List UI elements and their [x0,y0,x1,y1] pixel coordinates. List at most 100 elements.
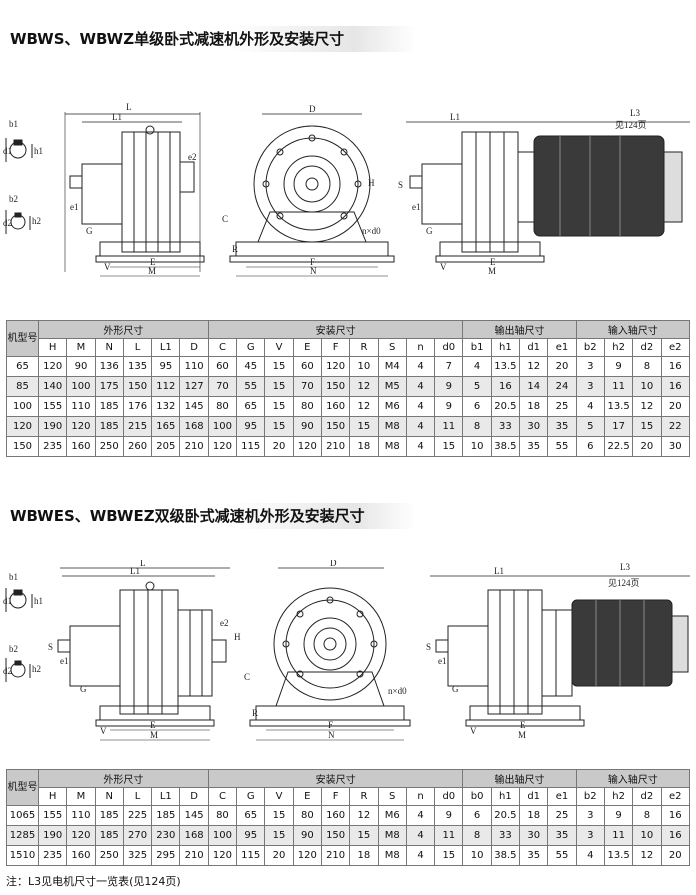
table-cell: 150 [320,825,351,846]
table-cell: 70 [207,376,238,397]
table-cell: 185 [151,805,181,826]
table-cell: 11 [603,825,634,846]
motor-side-view-2: L1 L3 见124页 S e1 G V E M [426,562,690,740]
table-cell: 35 [519,845,549,866]
table-cell: 11 [434,416,464,437]
group-install: 安装尺寸 [207,320,464,339]
table-cell: 9 [434,376,464,397]
table-cell: 18 [519,396,549,417]
label-L3-2: L3 [620,562,630,572]
table-cell: 132 [151,396,181,417]
table-cell: 110 [66,805,96,826]
table-cell: 15 [264,356,294,377]
table-cell: 10 [632,825,662,846]
table-cell: 85 [6,376,39,397]
table-cell: M8 [377,845,407,866]
table-cell: 95 [236,416,266,437]
table-cell: 295 [151,845,181,866]
col-header-r: R [349,338,379,357]
table-cell: M5 [377,376,407,397]
table-cell: 225 [122,805,153,826]
table-cell: 30 [519,416,549,437]
col-header-n: n [405,338,436,357]
label-h2: h2 [32,216,41,226]
col-header-b2: b2 [575,338,605,357]
table-cell: 120 [6,416,39,437]
table-cell: 120 [292,436,322,457]
front-view-2: D C R n×d0 F N [244,560,411,741]
table-cell: 5 [575,416,605,437]
col-header-e2: e2 [660,338,691,357]
label-H-2: H [234,632,241,642]
section1-title: WBWS、WBWZ单级卧式减速机外形及安装尺寸 [6,26,416,52]
table-cell: M8 [377,825,407,846]
table-cell: 24 [547,376,577,397]
label-b1-2: b1 [9,572,18,582]
table-cell: 35 [519,436,549,457]
table-cell: 4 [405,376,436,397]
table-cell: 4 [405,436,436,457]
label-F: F [310,257,315,267]
col-header-h2: h2 [603,787,634,806]
col-header-h: H [37,338,68,357]
table-cell: 140 [37,376,68,397]
col-model-2: 机型号 [6,769,39,806]
table-cell: 110 [179,356,209,377]
col-header-d2: d2 [632,338,662,357]
table-cell: 15 [434,436,464,457]
table-cell: 185 [94,825,124,846]
table-cell: 95 [236,825,266,846]
label-L1: L1 [112,112,122,122]
label-G-2: G [80,684,87,694]
label-L3: L3 [630,108,640,118]
label-see-page-2: 见124页 [608,578,640,588]
col-header-e2: e2 [660,787,691,806]
table-cell: 10 [462,436,492,457]
col-header-v: V [264,338,294,357]
table-cell: 90 [292,825,322,846]
table-cell: M8 [377,436,407,457]
table-cell: 16 [490,376,521,397]
table-cell: 30 [519,825,549,846]
table-cell: 15 [264,825,294,846]
label-V-motor-2: V [470,726,477,736]
table-cell: 11 [434,825,464,846]
table-cell: 30 [660,436,691,457]
table-cell: 65 [236,396,266,417]
label-L1-motor: L1 [450,112,460,122]
table-cell: 80 [207,805,238,826]
col-header-d0: d0 [434,338,464,357]
table-cell: 18 [349,845,379,866]
table-cell: 210 [320,436,351,457]
side-view: L L1 e1 e2 G V E M [64,102,205,277]
label-M-motor-2: M [518,730,526,740]
table-cell: 60 [292,356,322,377]
front-view: D H C R n×d0 F N [222,104,395,277]
table-cell: 235 [37,845,68,866]
label-D: D [309,104,316,114]
col-header-f: F [320,787,351,806]
col-header-e1: e1 [547,338,577,357]
table-cell: 100 [207,825,238,846]
label-e2: e2 [188,152,197,162]
table-cell: 4 [575,396,605,417]
table-cell: 3 [575,825,605,846]
col-header-n: n [405,787,436,806]
table-cell: 20 [632,436,662,457]
label-M-2: M [150,730,158,740]
table-cell: M4 [377,356,407,377]
table-cell: 16 [660,825,691,846]
table-cell: 6 [462,805,492,826]
col-header-c: C [207,787,238,806]
table-cell: 13.5 [603,845,634,866]
table-cell: 120 [207,845,238,866]
table-cell: 12 [632,845,662,866]
table-cell: 18 [349,436,379,457]
table-cell: 9 [434,805,464,826]
label-d1: d1 [3,146,12,156]
table-cell: 13.5 [603,396,634,417]
